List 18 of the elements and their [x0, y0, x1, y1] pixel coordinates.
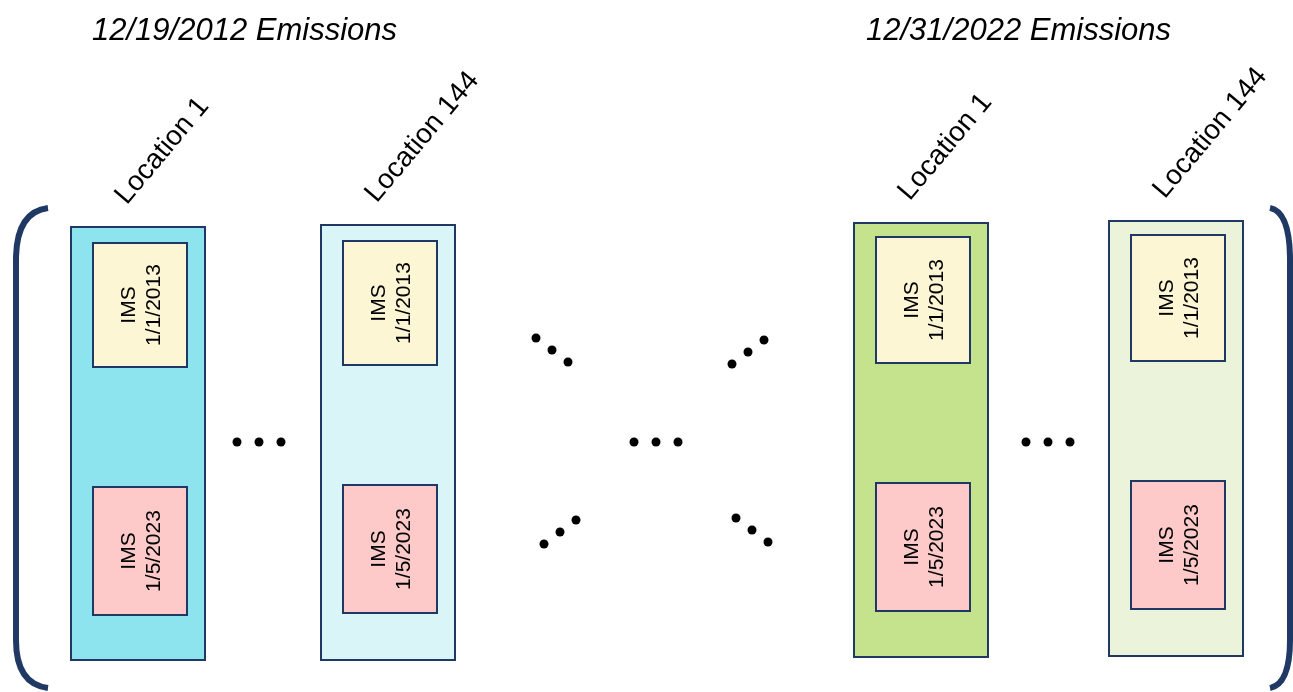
record-label: IMS 1/5/2023 — [365, 507, 415, 592]
record-box — [1130, 480, 1226, 610]
record-label: IMS 1/5/2023 — [115, 509, 165, 594]
record-box — [1130, 234, 1226, 362]
record-label: IMS 1/1/2013 — [115, 263, 165, 348]
period-heading: 12/31/2022 Emissions — [866, 12, 1172, 48]
period-heading: 12/19/2012 Emissions — [92, 12, 398, 48]
record-label: IMS 1/5/2023 — [898, 505, 948, 590]
record-box — [342, 484, 438, 614]
record-label: IMS 1/5/2023 — [1153, 503, 1203, 588]
record-box — [875, 236, 971, 364]
record-box — [342, 240, 438, 366]
record-box — [92, 242, 188, 368]
record-label: IMS 1/1/2013 — [1153, 256, 1203, 341]
record-label: IMS 1/1/2013 — [898, 258, 948, 343]
record-label: IMS 1/1/2013 — [365, 261, 415, 346]
record-box — [875, 482, 971, 612]
record-box — [92, 486, 188, 616]
